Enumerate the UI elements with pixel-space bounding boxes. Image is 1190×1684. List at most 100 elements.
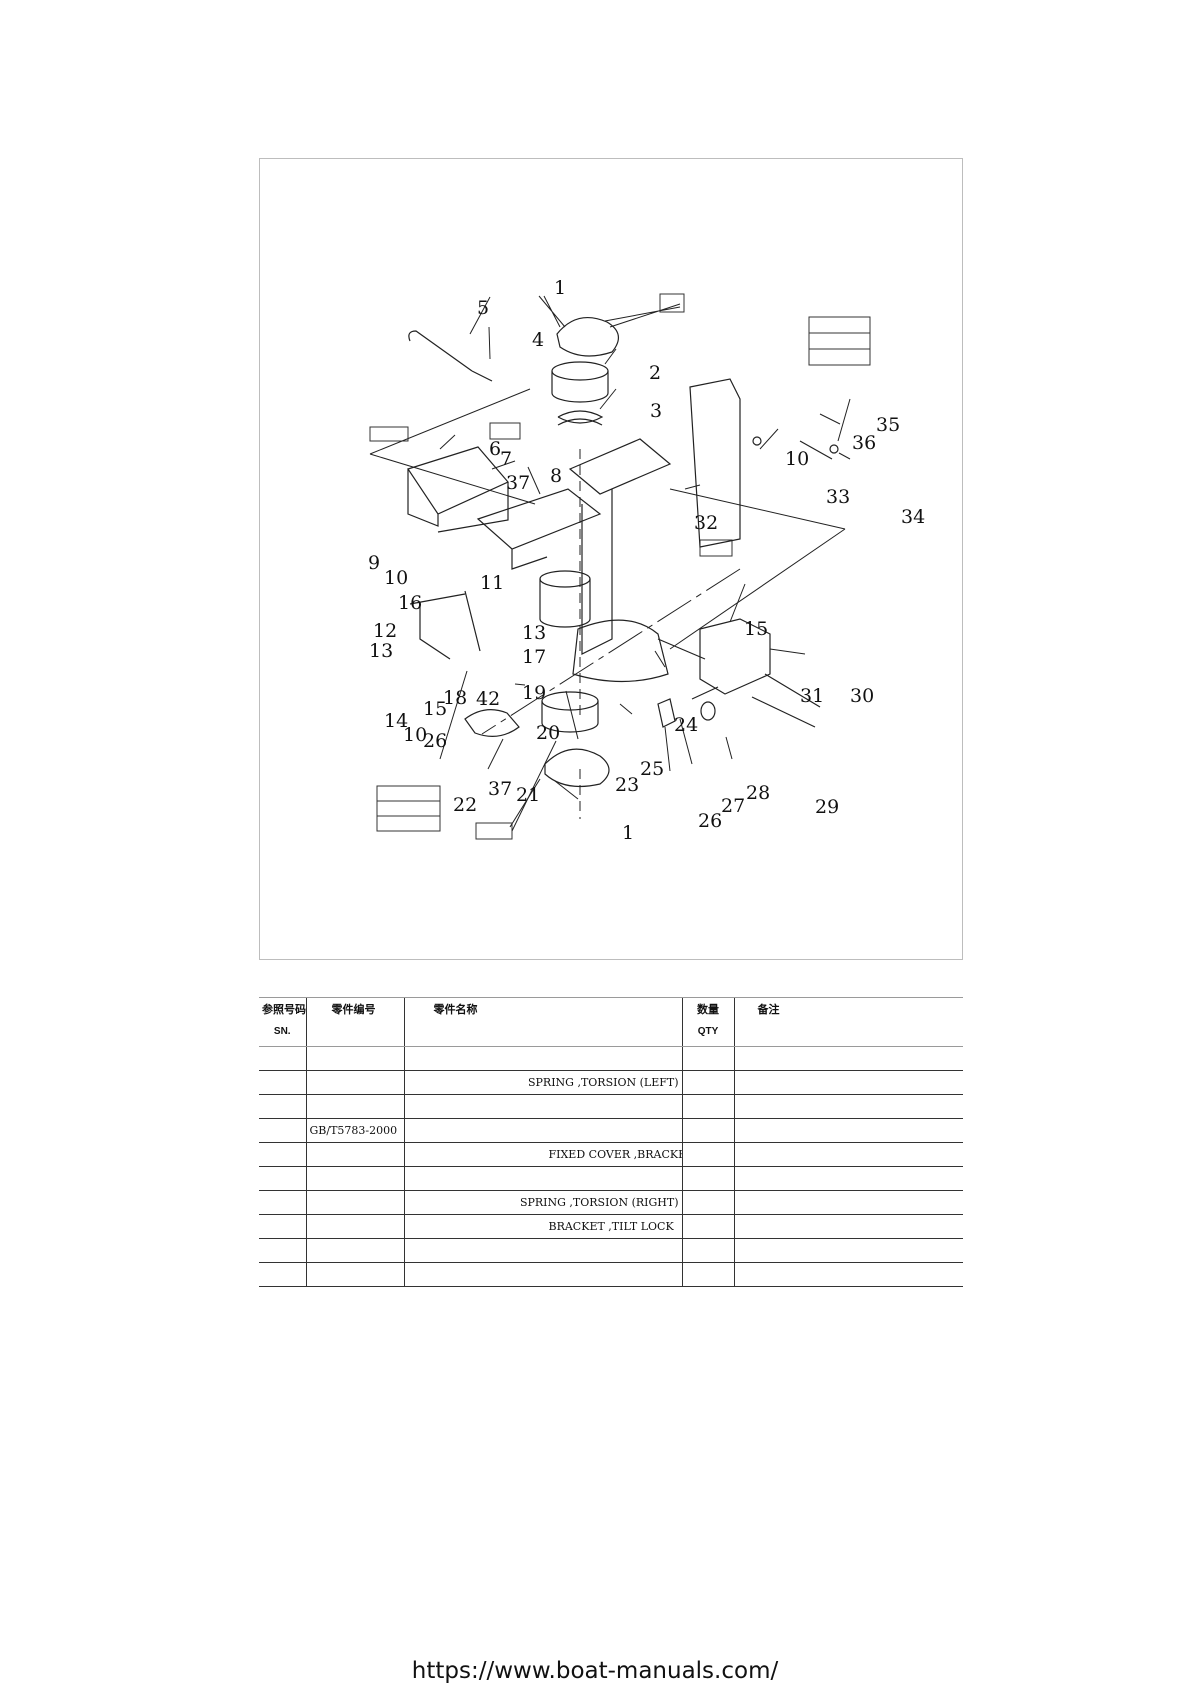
callout-10: 10 <box>384 567 408 589</box>
part-upper-casing <box>568 438 672 655</box>
callout-6: 6 <box>489 438 501 460</box>
callout-13b: 13 <box>369 640 393 662</box>
table-row <box>259 1262 963 1287</box>
part-lower-skirt <box>572 619 669 683</box>
header-sn: 参照号码 SN. <box>259 997 306 1047</box>
part-3-spring <box>557 410 604 426</box>
part-22-lever <box>464 709 520 737</box>
callout-17: 17 <box>522 646 546 668</box>
callout-9: 9 <box>368 552 380 574</box>
label-box-center <box>489 422 521 440</box>
callout-31: 31 <box>800 685 824 707</box>
callout-numbers: 1 5 4 2 3 6 7 37 8 9 10 11 16 12 13 13 1… <box>368 277 925 844</box>
callout-37b: 37 <box>488 778 512 800</box>
table-row: SPRING ,TORSION (RIGHT) <box>259 1190 963 1215</box>
table-row <box>259 1094 963 1119</box>
callout-14: 14 <box>384 710 408 732</box>
label-box-bottom-center <box>475 822 513 840</box>
part-1-clamp-bottom <box>544 748 610 787</box>
parts-linework <box>407 316 839 787</box>
callout-12: 12 <box>373 620 397 642</box>
callout-8: 8 <box>550 465 562 487</box>
callout-24: 24 <box>674 714 698 736</box>
parts-list-table: 参照号码 SN. 零件编号 零件名称 数量 QTY 备注 SPRING ,TOR… <box>259 997 963 1287</box>
header-remarks: 备注 <box>733 997 963 1047</box>
label-box-bottom-3 <box>376 815 441 832</box>
callout-42: 42 <box>476 688 500 710</box>
header-part-no: 零件编号 <box>305 997 404 1047</box>
callout-15a: 15 <box>423 698 447 720</box>
header-qty: 数量 QTY <box>681 997 734 1047</box>
part-29-bolt <box>751 696 816 728</box>
callout-27: 27 <box>721 795 745 817</box>
callout-5: 5 <box>477 297 489 319</box>
guide-lines <box>369 388 846 819</box>
label-box-bottom-1 <box>376 785 441 802</box>
callout-26a: 26 <box>423 730 447 752</box>
callout-37: 37 <box>506 472 530 494</box>
table-row: BRACKET ,TILT LOCK <box>259 1214 963 1239</box>
callout-26b: 26 <box>698 810 722 832</box>
table-header-row: 参照号码 SN. 零件编号 零件名称 数量 QTY 备注 <box>259 997 963 1047</box>
part-27-screw <box>691 686 719 700</box>
callout-11: 11 <box>480 572 504 594</box>
leader-lines <box>439 295 851 832</box>
callout-4: 4 <box>532 329 544 351</box>
callout-1b: 1 <box>622 822 634 844</box>
table-row <box>259 1166 963 1191</box>
callout-7: 7 <box>500 448 512 470</box>
callout-21: 21 <box>516 784 540 806</box>
label-box-bottom-2 <box>376 800 441 817</box>
footer-url-link[interactable]: https://www.boat-manuals.com/ <box>411 1658 779 1684</box>
part-18-linkage <box>409 590 481 660</box>
callout-15b: 15 <box>744 618 768 640</box>
part-1-clamp-top <box>556 316 619 357</box>
callout-33: 33 <box>826 486 850 508</box>
callout-25: 25 <box>640 758 664 780</box>
part-28-knob <box>700 701 716 721</box>
callout-36: 36 <box>852 432 876 454</box>
callout-3: 3 <box>650 400 662 422</box>
callout-18: 18 <box>443 687 467 709</box>
part-37-bracket <box>407 446 509 533</box>
callout-13a: 13 <box>522 622 546 644</box>
part-35-pin <box>829 444 839 454</box>
part-30-bolt <box>764 673 821 708</box>
diagram-drawing: 1 5 4 2 3 6 7 37 8 9 10 11 16 12 13 13 1… <box>368 277 925 844</box>
callout-30: 30 <box>850 685 874 707</box>
exploded-parts-diagram: 1 5 4 2 3 6 7 37 8 9 10 11 16 12 13 13 1… <box>259 158 963 960</box>
label-box-right-3 <box>808 348 871 366</box>
callout-2: 2 <box>649 362 661 384</box>
part-31-bracket <box>699 618 771 695</box>
header-part-name: 零件名称 <box>403 997 682 1047</box>
callout-28: 28 <box>746 782 770 804</box>
part-24-shaft <box>657 638 706 660</box>
table-row: FIXED COVER ,BRACKET <box>259 1142 963 1167</box>
part-33-washer <box>752 436 762 446</box>
callout-19: 19 <box>522 682 546 704</box>
callout-10b: 10 <box>403 724 427 746</box>
table-row <box>259 1046 963 1071</box>
callout-22: 22 <box>453 794 477 816</box>
label-box-right-2 <box>808 332 871 350</box>
callout-10c: 10 <box>785 448 809 470</box>
part-26-plate <box>657 698 676 728</box>
table-row: GB/T5783-2000 <box>259 1118 963 1143</box>
part-32-clamp-bracket <box>689 378 741 548</box>
table-row <box>259 1238 963 1263</box>
callout-20: 20 <box>536 722 560 744</box>
callout-29: 29 <box>815 796 839 818</box>
callout-1: 1 <box>554 277 566 299</box>
label-box-left-upper <box>369 426 409 442</box>
callout-35: 35 <box>876 414 900 436</box>
callout-23: 23 <box>615 774 639 796</box>
part-8-swivel <box>476 488 602 570</box>
part-cylinder <box>539 579 591 628</box>
part-36-stud <box>799 440 833 460</box>
part-4-link <box>471 370 493 382</box>
callout-16: 16 <box>398 592 422 614</box>
part-2-bushing <box>551 361 609 381</box>
label-boxes <box>369 293 871 840</box>
callout-32: 32 <box>694 512 718 534</box>
table-row: SPRING ,TORSION (LEFT) <box>259 1070 963 1095</box>
